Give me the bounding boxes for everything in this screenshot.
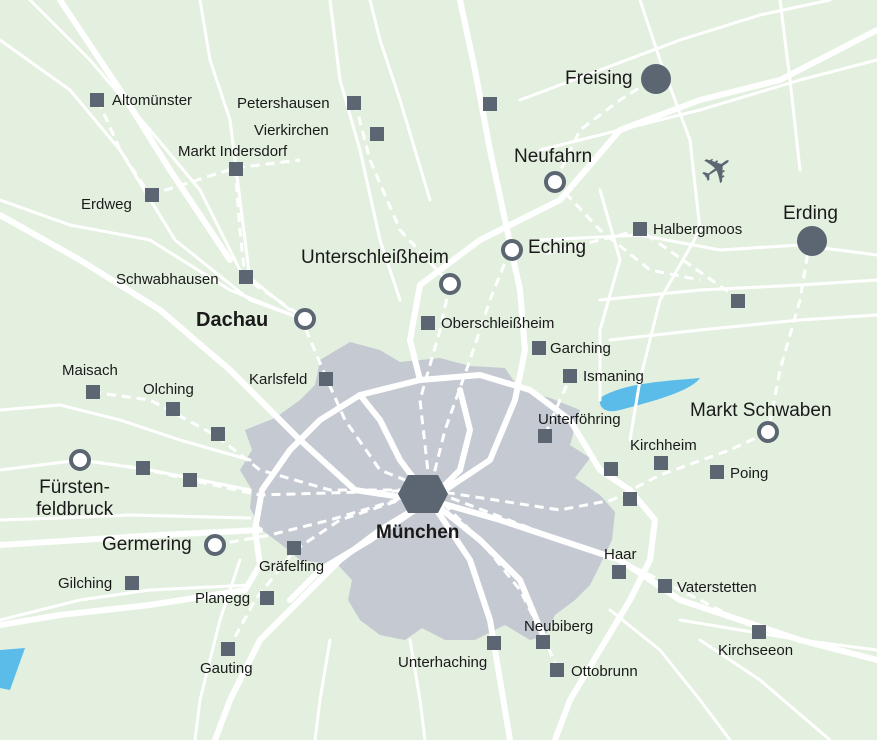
town-square-icon bbox=[90, 93, 104, 107]
town-square-icon bbox=[229, 162, 243, 176]
town-square-icon bbox=[211, 427, 225, 441]
town-square-icon bbox=[136, 461, 150, 475]
town-label: Planegg bbox=[195, 590, 251, 607]
town-label: Unterhaching bbox=[398, 654, 488, 671]
town-label: Altomünster bbox=[112, 92, 193, 109]
town-label: Vierkirchen bbox=[254, 122, 329, 139]
town-square-icon bbox=[166, 402, 180, 416]
station-ring-icon bbox=[204, 534, 226, 556]
town-label: Kirchseeon bbox=[718, 642, 794, 659]
town-markers bbox=[86, 93, 766, 677]
town-label: Erdweg bbox=[81, 196, 132, 213]
station-ring-icon bbox=[501, 239, 523, 261]
station-ring-icon bbox=[294, 308, 316, 330]
town-square-icon bbox=[483, 97, 497, 111]
town-square-icon bbox=[221, 642, 235, 656]
town-square-icon bbox=[532, 341, 546, 355]
town-square-icon bbox=[710, 465, 724, 479]
town-label: Garching bbox=[550, 340, 611, 357]
town-label: Maisach bbox=[62, 362, 118, 379]
town-square-icon bbox=[612, 565, 626, 579]
town-label: Vaterstetten bbox=[677, 579, 757, 596]
town-square-icon bbox=[654, 456, 668, 470]
town-square-icon bbox=[183, 473, 197, 487]
station-markers bbox=[69, 171, 779, 556]
town-square-icon bbox=[287, 541, 301, 555]
station-label-germering: Germering bbox=[102, 534, 192, 555]
town-square-icon bbox=[623, 492, 637, 506]
town-label: Kirchheim bbox=[630, 437, 697, 454]
town-square-icon bbox=[239, 270, 253, 284]
large-town-label-freising: Freising bbox=[565, 68, 633, 89]
station-ring-icon bbox=[544, 171, 566, 193]
large-town-label-erding: Erding bbox=[783, 203, 838, 224]
town-label: Karlsfeld bbox=[249, 371, 308, 388]
station-label-unterschleissheim: Unterschleißheim bbox=[301, 247, 449, 268]
town-label: Gräfelfing bbox=[259, 558, 325, 575]
town-label: Markt Indersdorf bbox=[178, 143, 288, 160]
town-square-icon bbox=[347, 96, 361, 110]
town-label: Ismaning bbox=[583, 368, 644, 385]
town-square-icon bbox=[731, 294, 745, 308]
town-square-icon bbox=[563, 369, 577, 383]
town-label: Gauting bbox=[200, 660, 253, 677]
station-label-markt-schwaben: Markt Schwaben bbox=[690, 400, 832, 421]
town-label: Petershausen bbox=[237, 95, 330, 112]
station-label-eching: Eching bbox=[528, 237, 587, 258]
town-label: Gilching bbox=[58, 575, 113, 592]
town-square-icon bbox=[538, 429, 552, 443]
town-square-icon bbox=[752, 625, 766, 639]
town-label: Oberschleißheim bbox=[441, 315, 555, 332]
town-square-icon bbox=[421, 316, 435, 330]
lake bbox=[599, 378, 700, 412]
town-label: Poing bbox=[730, 465, 769, 482]
town-square-icon bbox=[658, 579, 672, 593]
town-label: Ottobrunn bbox=[571, 663, 638, 680]
station-label-fuerstenfeldbruck: Fürsten- feldbruck bbox=[36, 477, 114, 520]
town-square-icon bbox=[145, 188, 159, 202]
town-square-icon bbox=[536, 635, 550, 649]
lake-left bbox=[0, 648, 25, 690]
town-square-icon bbox=[550, 663, 564, 677]
large-town-dot-icon bbox=[797, 226, 827, 256]
town-square-icon bbox=[604, 462, 618, 476]
town-square-icon bbox=[125, 576, 139, 590]
town-square-icon bbox=[319, 372, 333, 386]
station-ring-icon bbox=[757, 421, 779, 443]
station-label-neufahrn: Neufahrn bbox=[514, 146, 593, 167]
city-label-munich: München bbox=[376, 522, 460, 543]
town-label: Neubiberg bbox=[524, 618, 594, 635]
town-label: Halbergmoos bbox=[653, 221, 743, 238]
town-square-icon bbox=[487, 636, 501, 650]
large-town-dot-icon bbox=[641, 64, 671, 94]
munich-hexagon-icon bbox=[398, 475, 448, 513]
town-square-icon bbox=[260, 591, 274, 605]
town-square-icon bbox=[633, 222, 647, 236]
station-label-dachau: Dachau bbox=[196, 309, 269, 331]
town-square-icon bbox=[86, 385, 100, 399]
town-square-icon bbox=[370, 127, 384, 141]
town-label: Schwabhausen bbox=[116, 271, 219, 288]
town-label: Unterföhring bbox=[538, 411, 621, 428]
station-ring-icon bbox=[439, 273, 461, 295]
town-label: Haar bbox=[604, 546, 637, 563]
town-label: Olching bbox=[143, 381, 194, 398]
station-ring-icon bbox=[69, 449, 91, 471]
